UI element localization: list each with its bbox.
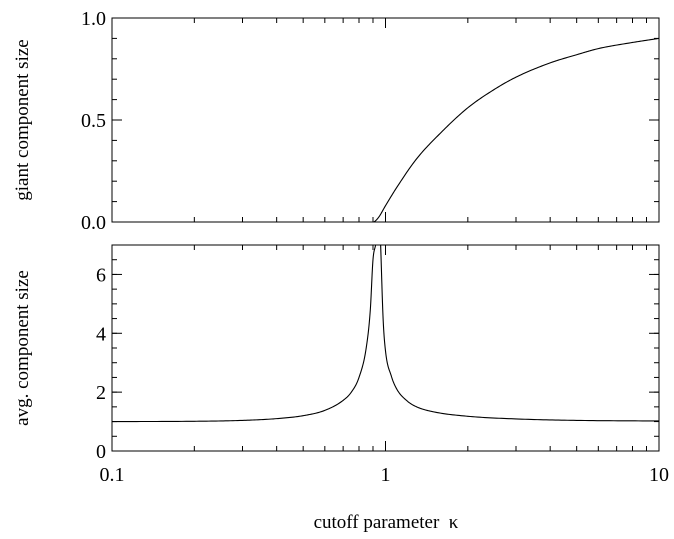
series-line <box>111 244 377 423</box>
giant-component-panel: 0.0 0.5 1.0 giant component size <box>12 8 660 234</box>
series-line <box>112 37 660 223</box>
y-tick-label: 2 <box>96 382 106 404</box>
y-tick-label: 0.0 <box>81 212 106 234</box>
y-tick-label: 4 <box>96 323 106 345</box>
x-tick-labels: 0.1 1 10 <box>100 464 670 486</box>
x-axis-label: cutoff parameter κ <box>314 512 459 533</box>
x-tick-label: 1 <box>381 464 391 486</box>
bottom-curves <box>111 244 660 423</box>
bottom-y-tick-labels: 0 2 4 6 <box>96 264 106 463</box>
y-tick-label: 0.5 <box>81 110 106 132</box>
bottom-ticks <box>111 244 660 452</box>
x-tick-label: 10 <box>649 464 669 486</box>
y-tick-label: 1.0 <box>81 8 106 30</box>
avg-component-panel: 0 2 4 6 0.1 1 10 avg. component size cutoff p… <box>12 244 670 533</box>
series-line <box>380 244 660 422</box>
x-tick-label: 0.1 <box>100 464 125 486</box>
top-y-axis-label: giant component size <box>12 39 33 200</box>
bottom-y-axis-label: avg. component size <box>12 270 33 426</box>
top-curves <box>112 37 660 223</box>
top-y-tick-labels: 0.0 0.5 1.0 <box>81 8 106 234</box>
y-tick-label: 6 <box>96 264 106 286</box>
y-tick-label: 0 <box>96 441 106 463</box>
top-plot-frame <box>111 17 660 223</box>
top-ticks <box>111 17 660 223</box>
